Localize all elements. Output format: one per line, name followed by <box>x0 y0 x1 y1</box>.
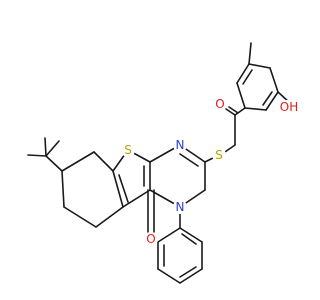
atom-oxygen-pyrimidinone: O <box>144 232 158 246</box>
thioether-linker <box>204 106 246 163</box>
atom-nitrogen-top: N <box>173 138 187 152</box>
svg-text:S: S <box>215 148 223 162</box>
cyclohexane-ring <box>61 151 124 228</box>
atom-nitrogen-phenyl: N <box>173 200 187 214</box>
atom-oxygen-ketone: O <box>213 97 227 111</box>
svg-text:S: S <box>124 143 132 157</box>
atom-sulfur-ring: S <box>121 143 135 157</box>
thiophene-ring <box>112 149 151 208</box>
pyrimidinone-carbonyl <box>147 189 155 233</box>
tert-butyl-group <box>27 137 63 172</box>
svg-text:OH: OH <box>280 100 298 114</box>
molecule-structure: S N S N O O OH <box>27 42 300 284</box>
pyrimidinone-ring <box>149 144 206 208</box>
hydroxy-methylphenyl-ring <box>236 42 291 111</box>
molecule-canvas: S N S N O O OH <box>27 42 300 284</box>
svg-text:N: N <box>176 138 185 152</box>
n-phenyl-ring <box>157 206 203 284</box>
atom-sulfur-thioether: S <box>212 148 226 162</box>
svg-text:N: N <box>176 200 185 214</box>
atom-hydroxyl: OH <box>280 100 300 114</box>
svg-text:O: O <box>215 97 224 111</box>
svg-text:O: O <box>146 232 155 246</box>
